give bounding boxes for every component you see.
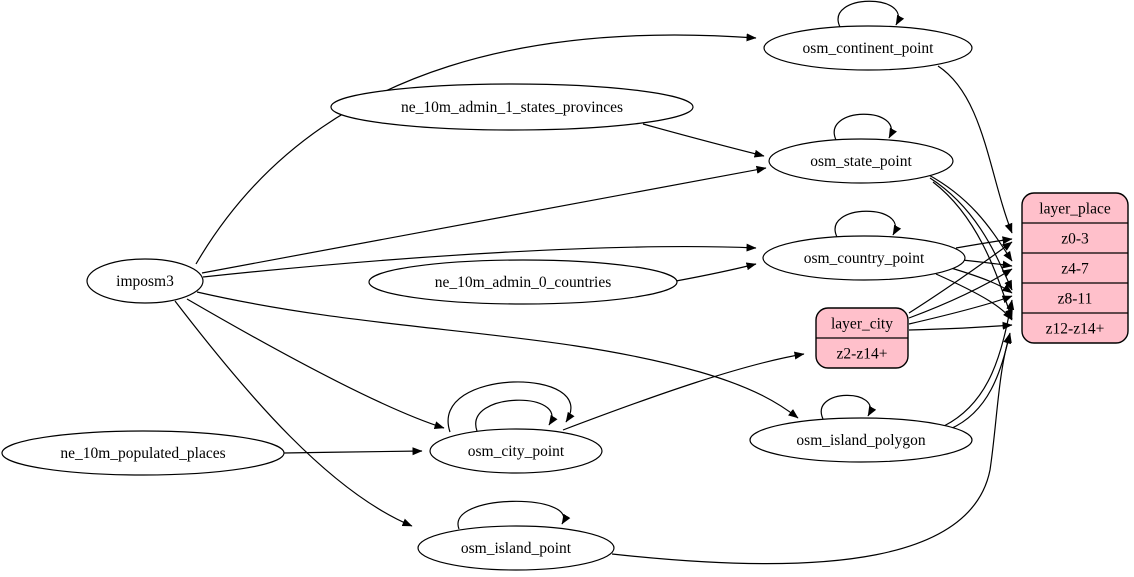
node-label: osm_island_point [461,540,572,557]
edges [174,0,1015,565]
node-layer_place: layer_place z0-3 z4-7 z8-11 z12-z14+ [1021,192,1129,344]
edge-layer_city-to-layer_place-z8-11 [908,295,1013,325]
record-row-z12-z14+: z12-z14+ [1046,321,1105,338]
edge-osm_state_point-to-layer_place-z8-11 [929,177,1013,291]
edge-imposm3-to-osm_continent_point [195,33,757,265]
edge-osm_island_polygon-to-layer_place-z8-11 [943,299,1015,427]
self-loop-osm_island_point-to-osm_island_point [457,500,571,530]
edge-osm_country_point-to-layer_place-z12-z14+ [935,273,1013,321]
node-label: osm_city_point [468,443,565,460]
node-ne_10m_admin_0_countries: ne_10m_admin_0_countries [368,259,678,305]
self-loop-osm_island_polygon-to-osm_island_polygon [820,394,877,420]
record-row-z2-z14+: z2-z14+ [837,346,888,363]
table-ellipse [749,417,973,463]
edge-osm_country_point-to-layer_place-z8-11 [950,267,1013,294]
self-loop-osm_continent_point-to-osm_continent_point [837,0,905,28]
node-ne_10m_admin_1_states_provinces: ne_10m_admin_1_states_provinces [330,83,694,131]
record-row-z8-11: z8-11 [1058,291,1093,308]
node-osm_island_polygon: osm_island_polygon [749,417,973,463]
self-loop-osm_country_point-to-osm_country_point [834,210,902,238]
edge-imposm3-to-osm_city_point [186,298,445,429]
self-loop-osm_state_point-to-osm_state_point [833,113,897,141]
node-label: osm_continent_point [803,40,935,57]
self-loop-osm_city_point-to-osm_city_point [447,381,575,433]
node-label: ne_10m_populated_places [60,445,225,462]
table-ellipse [763,25,973,71]
record-row-z4-7: z4-7 [1061,261,1089,278]
edge-osm_country_point-to-layer_place-z0-3 [955,236,1013,249]
table-ellipse [368,259,678,305]
node-osm_continent_point: osm_continent_point [763,25,973,71]
node-osm_island_point: osm_island_point [417,525,615,571]
edge-imposm3-to-osm_island_polygon [196,291,799,419]
edge-osm_island_point-to-layer_place-z12-z14+ [611,333,1011,565]
table-ellipse [768,138,954,184]
record-title: layer_city [831,316,893,333]
table-ellipse [330,83,694,131]
node-label: osm_country_point [804,250,925,267]
node-osm_city_point: osm_city_point [429,428,603,474]
table-ellipse [1,430,285,476]
record-row-z0-3: z0-3 [1061,231,1089,248]
edge-osm_country_point-to-layer_place-z4-7 [961,259,1013,269]
edge-ne_10m_populated_places-to-osm_city_point [283,447,423,456]
edge-osm_city_point-to-layer_city-z2-z14+ [562,351,805,431]
table-ellipse [86,258,204,304]
node-label: imposm3 [116,273,174,290]
table-ellipse [762,235,966,281]
node-layer_city: layer_city z2-z14+ [815,307,909,369]
edge-ne_10m_admin_1_states_provinces-to-osm_state_point [642,123,765,158]
edge-imposm3-to-osm_country_point [202,243,757,278]
node-osm_state_point: osm_state_point [768,138,954,184]
edge-layer_city-to-layer_place-z4-7 [908,268,1013,319]
node-label: ne_10m_admin_1_states_provinces [401,99,623,116]
record-title: layer_place [1039,201,1111,218]
node-imposm3: imposm3 [86,258,204,304]
table-ellipse [429,428,603,474]
edge-imposm3-to-osm_state_point [201,165,767,274]
node-label: osm_state_point [810,153,912,170]
node-osm_country_point: osm_country_point [762,235,966,281]
table-ellipse [417,525,615,571]
record-box [1021,192,1129,344]
edge-ne_10m_admin_0_countries-to-osm_country_point [675,262,757,282]
edge-layer_city-to-layer_place-z0-3 [908,241,1013,314]
edge-layer_city-to-layer_place-z12-z14+ [908,321,1013,331]
edge-imposm3-to-osm_island_point [174,300,413,527]
node-label: ne_10m_admin_0_countries [435,274,612,291]
node-label: osm_island_polygon [796,432,925,449]
edge-osm_state_point-to-layer_place-z4-7 [926,173,1013,262]
node-ne_10m_populated_places: ne_10m_populated_places [1,430,285,476]
self-loop-osm_city_point-to-osm_city_point [475,399,558,432]
edge-osm_continent_point-to-layer_place-z0-3 [937,65,1013,234]
